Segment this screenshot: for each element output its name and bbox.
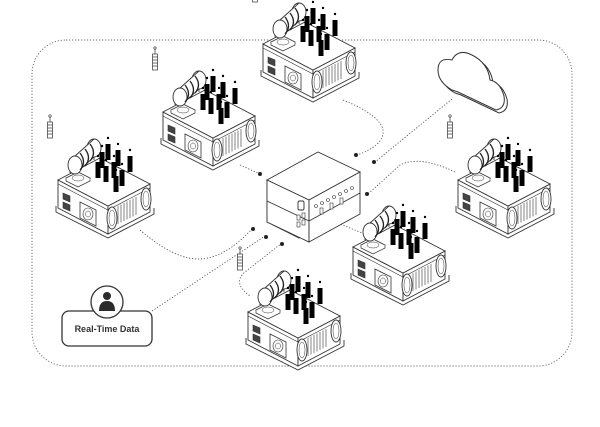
link-transformer-4 (367, 160, 456, 195)
transformer-3-icon (48, 115, 155, 238)
user-icon (99, 292, 115, 311)
cloud-icon (437, 51, 508, 114)
realtime-data-label: Real-Time Data (75, 324, 141, 334)
link-cloud (374, 98, 453, 163)
link-transformer-5 (337, 222, 363, 234)
link-transformer-2 (239, 164, 261, 175)
link-transformer-1 (342, 99, 384, 156)
transformer-1-icon (253, 0, 360, 102)
dot (251, 227, 255, 231)
link-realtime (151, 235, 266, 312)
connection-lines (139, 98, 456, 312)
dot (280, 242, 284, 246)
link-transformer-3 (139, 228, 253, 260)
transformer-2-icon (153, 47, 260, 170)
dot (372, 160, 376, 164)
dot (264, 235, 268, 239)
dot (354, 153, 358, 157)
realtime-data-box: Real-Time Data (61, 285, 153, 347)
transformer-4-icon (448, 115, 555, 238)
server-rack-icon (266, 151, 361, 243)
dot (365, 192, 369, 196)
network-boundary (31, 39, 573, 367)
link-transformer-6 (239, 242, 283, 297)
dot (258, 172, 262, 176)
